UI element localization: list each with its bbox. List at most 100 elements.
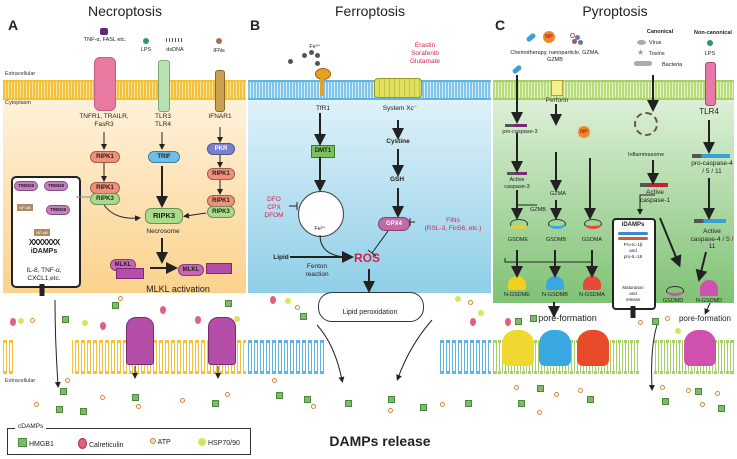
legend-item-atp: ATP bbox=[150, 438, 171, 446]
fe2-label: Fe²⁺ bbox=[314, 226, 326, 232]
hmgb1-particle bbox=[465, 400, 472, 407]
extracellular-label: Extracellular bbox=[5, 71, 36, 77]
panel-letter-c: C bbox=[495, 17, 506, 33]
active-caspase3-icon bbox=[507, 172, 527, 175]
membrane-gap-pyroptosis bbox=[640, 336, 654, 378]
cytoplasm-label: Cytoplasm bbox=[5, 100, 31, 106]
hsp-particle bbox=[675, 328, 681, 334]
chelator-dfom: DFOM bbox=[264, 212, 284, 219]
atp-particle bbox=[578, 388, 583, 393]
hmgb1-particle bbox=[587, 396, 594, 403]
gsh-label: GSH bbox=[389, 176, 405, 183]
pro-caspase3-label: pro-caspase-3 bbox=[502, 129, 538, 135]
calreticulin-particle bbox=[10, 318, 16, 326]
idamps-line5: and bbox=[629, 291, 637, 296]
active-caspase3-label: Active caspase-3 bbox=[504, 177, 530, 190]
membrane-top-necroptosis bbox=[3, 80, 246, 100]
idamps-line6: release bbox=[625, 297, 641, 302]
atp-particle bbox=[272, 378, 277, 383]
n-gsdmd-label: N-GSDMD bbox=[695, 298, 723, 304]
lps-icon bbox=[707, 40, 713, 46]
hsp-particle bbox=[234, 316, 240, 322]
virus-label: Virus bbox=[649, 40, 662, 46]
ferroptosis-title: Ferroptosis bbox=[334, 3, 406, 19]
membrane-gap-necroptosis bbox=[14, 336, 72, 378]
active-caspase1-label: Active caspase-1 bbox=[640, 189, 670, 204]
n-gsdme-icon bbox=[508, 276, 526, 290]
pro-caspase4-icon bbox=[692, 154, 730, 158]
mlkl-pore-icon bbox=[126, 317, 154, 365]
gzma-label: GZMA bbox=[550, 191, 566, 197]
panel-letter-a: A bbox=[8, 17, 19, 33]
virus-icon bbox=[637, 40, 646, 45]
panel-letter-b: B bbox=[250, 17, 261, 33]
calreticulin-icon bbox=[78, 438, 87, 449]
atp-particle bbox=[311, 404, 316, 409]
arrow bbox=[648, 321, 659, 391]
perforin-pore-icon bbox=[551, 80, 563, 96]
hmgb1-particle bbox=[225, 300, 232, 307]
idamps-line1: Pro-IL-1β bbox=[623, 242, 643, 247]
inducer-sorafenib: Sorafenib bbox=[411, 50, 439, 57]
fenton-reaction-label: Fenton reaction bbox=[305, 263, 329, 278]
gsdme-label: GSDME bbox=[507, 237, 529, 243]
hsp-particle bbox=[455, 296, 461, 302]
canonical-label: Canonical bbox=[646, 29, 674, 35]
ripk1-node: RIPK1 bbox=[207, 168, 235, 180]
system-xc-transporter-icon bbox=[374, 78, 422, 98]
lps-label: LPS bbox=[704, 51, 716, 57]
ripk3-node: RIPK3 bbox=[90, 193, 120, 205]
ligand-lps-label: LPS bbox=[140, 47, 152, 53]
receptor-tlr-label: TLR3 TLR4 bbox=[155, 113, 171, 128]
gsdmd-icon bbox=[666, 286, 684, 296]
receptor-ifnar1-label: IFNAR1 bbox=[208, 113, 232, 120]
atp-particle bbox=[715, 391, 720, 396]
bacteria-icon bbox=[634, 61, 652, 66]
gsdma-label: GSDMA bbox=[581, 237, 603, 243]
mlkl-domain-icon bbox=[206, 263, 232, 274]
mlkl-domain-icon bbox=[116, 268, 144, 279]
idamps-box-title: iDAMPs bbox=[621, 222, 645, 228]
legend-label: HMGB1 bbox=[28, 441, 54, 448]
hmgb1-particle bbox=[718, 405, 725, 412]
legend-item-hsp: HSP70/90 bbox=[198, 438, 240, 447]
nfkb-node: NF-κB bbox=[34, 229, 50, 236]
trim28-node: TRIM28 bbox=[14, 181, 38, 191]
arrow bbox=[704, 302, 711, 315]
labile-iron-pool-icon bbox=[298, 191, 344, 237]
lps-icon bbox=[143, 38, 149, 44]
legend-item-hmgb1: HMGB1 bbox=[18, 438, 54, 448]
gsdmd-pore-icon bbox=[684, 330, 716, 366]
idamps-line2: and bbox=[629, 248, 637, 253]
calreticulin-particle bbox=[270, 296, 276, 304]
inducer-glutamate: Glutamate bbox=[410, 58, 440, 65]
calreticulin-particle bbox=[160, 306, 166, 314]
ripk1-node: RIPK1 bbox=[90, 151, 120, 163]
atp-particle bbox=[136, 404, 141, 409]
trim28-node: TRIM28 bbox=[46, 205, 70, 215]
hsp-icon bbox=[198, 438, 206, 446]
n-gsdmd-icon bbox=[700, 280, 718, 296]
calreticulin-particle bbox=[470, 318, 476, 326]
necroptosis-title: Necroptosis bbox=[88, 3, 162, 19]
dna-icon: XXXXXXX bbox=[28, 238, 60, 247]
trim28-node: TRIM28 bbox=[44, 181, 68, 191]
n-gsdm-bracket bbox=[504, 258, 593, 266]
pyroptosis-title: Pyroptosis bbox=[582, 3, 648, 19]
active-caspase4-label: Active caspase-4 / 5 / 11 bbox=[690, 228, 734, 250]
gsdme-pore-icon bbox=[502, 330, 534, 366]
atp-particle bbox=[65, 378, 70, 383]
atp-particle bbox=[225, 392, 230, 397]
legend-label: HSP70/90 bbox=[207, 440, 240, 447]
arrow bbox=[695, 251, 708, 282]
hmgb1-icon bbox=[18, 438, 27, 447]
arrow bbox=[396, 319, 433, 381]
atp-particle bbox=[686, 388, 691, 393]
non-canonical-label: Non-canonical bbox=[694, 30, 732, 36]
chelator-inhibit bbox=[289, 202, 298, 210]
inducer-erastin: Erastin bbox=[414, 42, 436, 49]
gzmb-label: GZMB bbox=[530, 207, 546, 213]
nanoparticle-icon: NP bbox=[578, 126, 590, 138]
arrow bbox=[103, 204, 141, 222]
hmgb1-particle bbox=[300, 313, 307, 320]
